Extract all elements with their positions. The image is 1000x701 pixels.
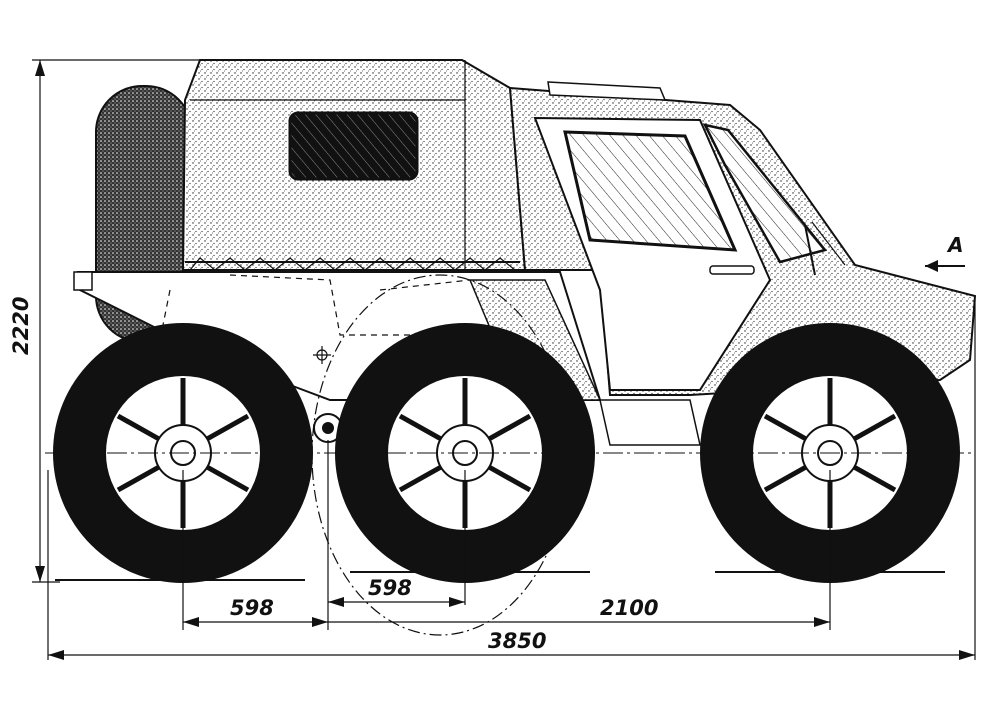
dimension-lines [47,300,976,660]
door-window [563,130,738,252]
wheelbase-label: 2100 [600,596,658,620]
middle-offset-label: 598 [368,576,412,600]
tow-hitch [73,271,93,291]
door-handle [709,265,755,275]
height-dimension [32,59,200,583]
view-label: A [946,233,963,257]
rear-offset-label: 598 [230,596,274,620]
windshield [702,123,828,264]
cargo-window [288,111,419,181]
cargo-box [181,59,527,271]
height-dimension-label: 2220 [9,297,33,355]
view-arrow [925,260,965,272]
total-length-label: 3850 [488,629,546,653]
cab [508,81,977,396]
